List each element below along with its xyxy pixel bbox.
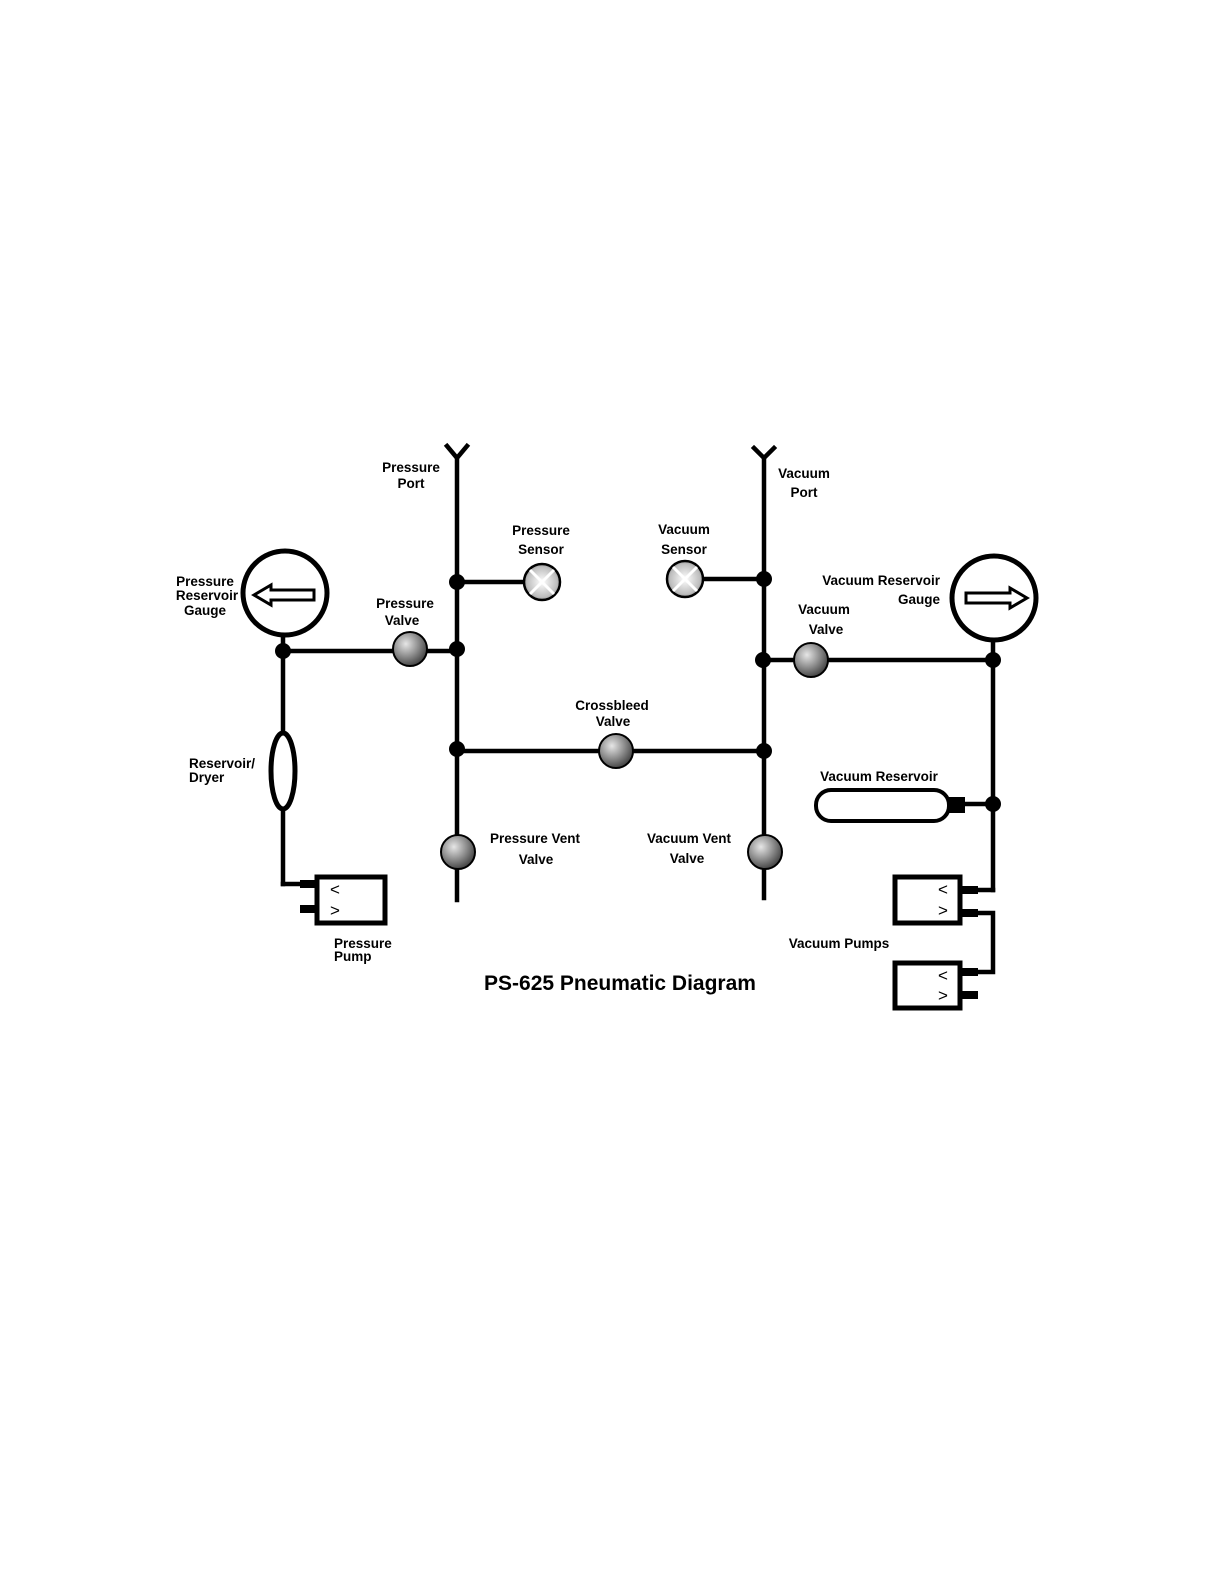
svg-text:Valve: Valve <box>809 622 844 637</box>
svg-text:Gauge: Gauge <box>898 592 941 607</box>
vacuum-pump-1-upper-symbol: < <box>938 880 948 899</box>
svg-text:Pressure: Pressure <box>512 523 570 538</box>
svg-text:Vacuum Reservoir: Vacuum Reservoir <box>820 769 939 784</box>
vacuum-reservoir-label: Vacuum Reservoir <box>820 769 939 784</box>
vacuum-pump-2-lower-symbol: > <box>938 986 948 1005</box>
pressure-valve-icon <box>393 632 427 666</box>
svg-text:Sensor: Sensor <box>518 542 565 557</box>
svg-text:Pump: Pump <box>334 949 372 964</box>
svg-text:Reservoir/: Reservoir/ <box>189 756 255 771</box>
vacuum-port-label: Vacuum Port <box>778 466 830 500</box>
pressure-pump-upper-symbol: < <box>330 880 340 899</box>
pressure-reservoir-gauge-label: Pressure Reservoir Gauge <box>176 574 239 618</box>
svg-text:Vacuum: Vacuum <box>658 522 710 537</box>
svg-text:Gauge: Gauge <box>184 603 227 618</box>
vacuum-pump-2-upper-symbol: < <box>938 966 948 985</box>
vacuum-reservoir-icon <box>816 790 965 821</box>
pressure-main-line <box>447 446 467 900</box>
pressure-vent-valve-icon <box>441 835 475 869</box>
vacuum-pump-1-icon <box>895 877 978 923</box>
vacuum-sensor-label: Vacuum Sensor <box>658 522 710 557</box>
svg-text:Sensor: Sensor <box>661 542 708 557</box>
vacuum-main-line <box>754 448 774 898</box>
pressure-pump-label: Pressure Pump <box>334 936 392 964</box>
reservoir-dryer-icon <box>271 733 295 809</box>
svg-text:Valve: Valve <box>385 613 420 628</box>
svg-text:Port: Port <box>791 485 819 500</box>
vacuum-valve-label: Vacuum Valve <box>798 602 850 637</box>
svg-text:Pressure Vent: Pressure Vent <box>490 831 581 846</box>
reservoir-dryer-label: Reservoir/ Dryer <box>189 756 255 785</box>
vacuum-pump-1-lower-symbol: > <box>938 901 948 920</box>
svg-text:Vacuum Reservoir: Vacuum Reservoir <box>822 573 941 588</box>
pressure-reservoir-gauge-icon <box>243 551 327 635</box>
vacuum-pumps-label: Vacuum Pumps <box>789 936 890 951</box>
pressure-pump-lower-symbol: > <box>330 901 340 920</box>
svg-text:Reservoir: Reservoir <box>176 588 239 603</box>
svg-text:Vacuum: Vacuum <box>798 602 850 617</box>
pressure-sensor-label: Pressure Sensor <box>512 523 570 557</box>
svg-text:Crossbleed: Crossbleed <box>575 698 649 713</box>
pressure-port-label: Pressure Port <box>382 460 440 491</box>
crossbleed-valve-icon <box>599 734 633 768</box>
vacuum-pump-link-line <box>978 913 993 972</box>
pressure-vent-valve-label: Pressure Vent Valve <box>490 831 581 867</box>
svg-text:Dryer: Dryer <box>189 770 225 785</box>
pressure-valve-label: Pressure Valve <box>376 596 434 628</box>
svg-text:Pressure: Pressure <box>176 574 234 589</box>
pressure-sensor-icon <box>524 564 560 600</box>
svg-text:Pressure: Pressure <box>382 460 440 475</box>
svg-text:Pressure: Pressure <box>376 596 434 611</box>
svg-text:Valve: Valve <box>519 852 554 867</box>
vacuum-valve-icon <box>794 643 828 677</box>
svg-text:Vacuum Pumps: Vacuum Pumps <box>789 936 890 951</box>
svg-text:Valve: Valve <box>596 714 631 729</box>
svg-text:Vacuum: Vacuum <box>778 466 830 481</box>
pressure-pump-icon <box>300 877 385 923</box>
vacuum-pump-2-icon <box>895 963 978 1008</box>
diagram-title: PS-625 Pneumatic Diagram <box>484 972 756 995</box>
vacuum-vent-valve-icon <box>748 835 782 869</box>
crossbleed-valve-label: Crossbleed Valve <box>575 698 649 729</box>
svg-text:Valve: Valve <box>670 851 705 866</box>
vacuum-vent-valve-label: Vacuum Vent Valve <box>647 831 732 866</box>
svg-text:Port: Port <box>398 476 426 491</box>
svg-text:Vacuum Vent: Vacuum Vent <box>647 831 732 846</box>
vacuum-sensor-icon <box>667 561 703 597</box>
vacuum-reservoir-gauge-icon <box>952 556 1036 640</box>
